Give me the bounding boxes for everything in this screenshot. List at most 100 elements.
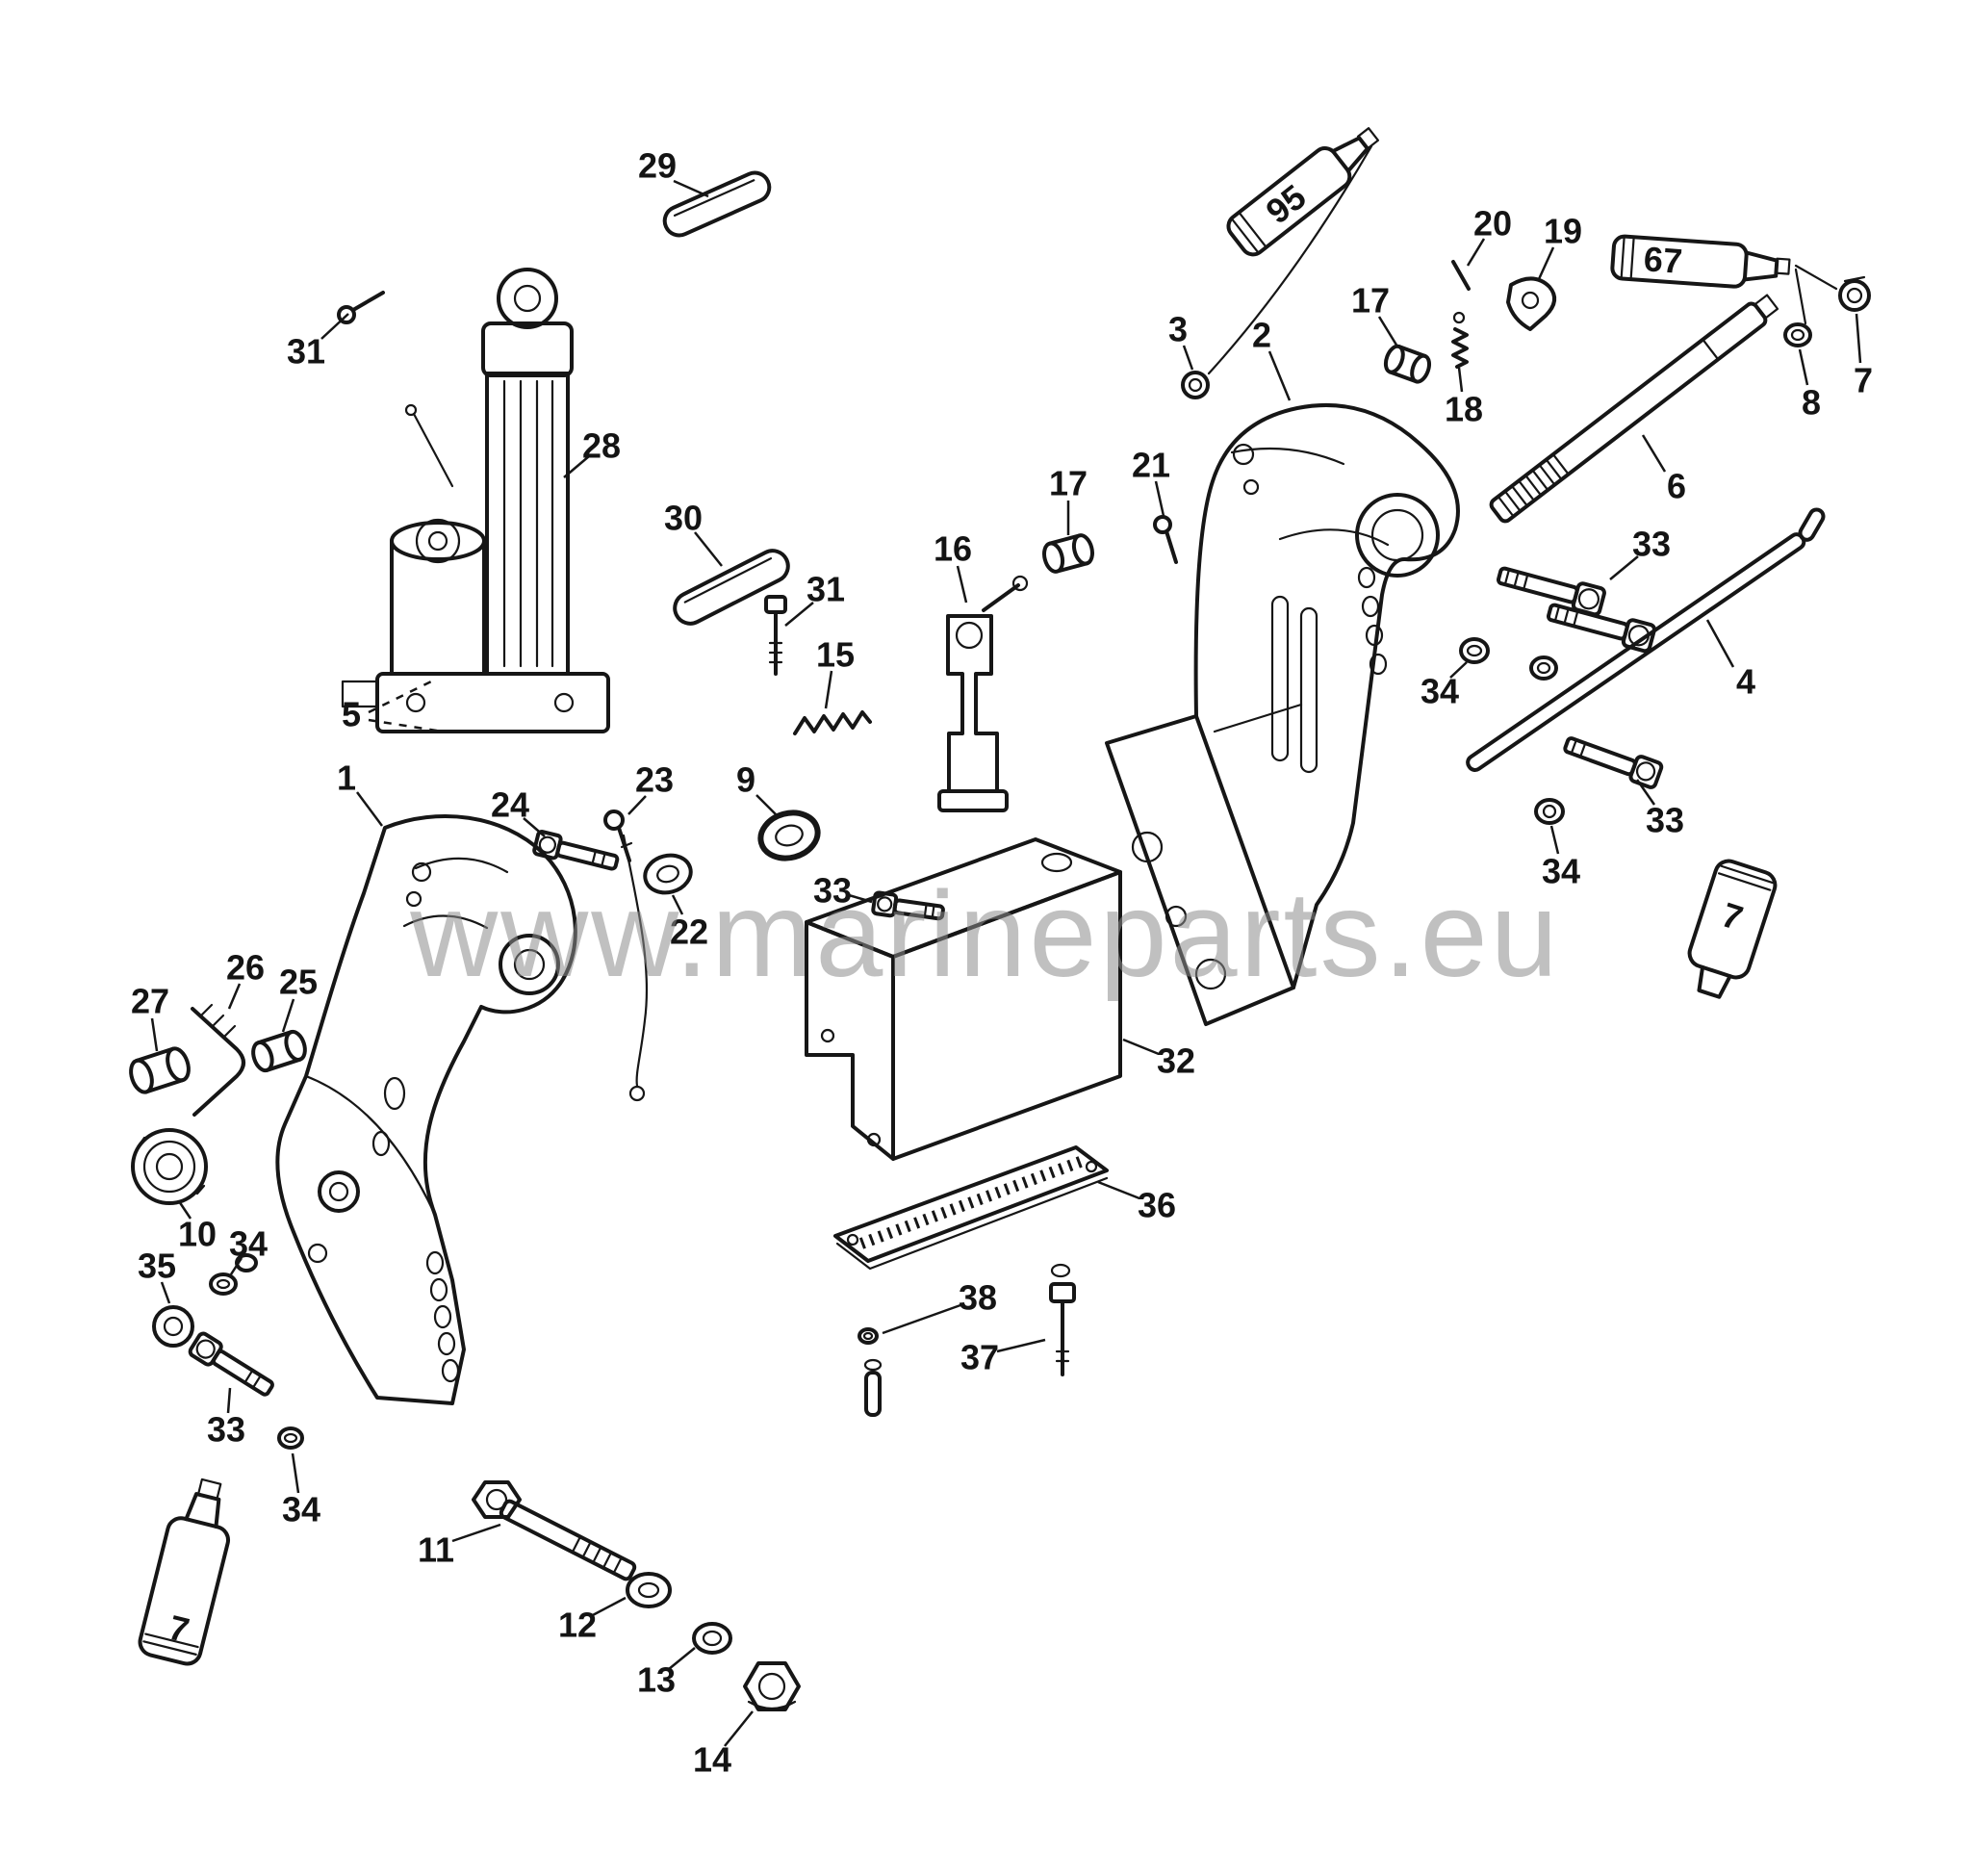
callout-1-28: 1 — [337, 758, 356, 798]
leader-line-13 — [668, 1647, 696, 1670]
part-nut-10 — [131, 1128, 208, 1205]
callout-21-9: 21 — [1132, 446, 1170, 485]
callout-29-1: 29 — [638, 146, 677, 186]
part-transom-bracket-starboard — [1105, 403, 1460, 1026]
callout-17-8: 17 — [1049, 464, 1088, 503]
callout-33-33: 33 — [813, 871, 852, 911]
part-bushing-17-left — [1042, 533, 1094, 574]
callout-20-13: 20 — [1473, 204, 1512, 244]
part-washers-34-left-upper — [209, 1253, 258, 1296]
callout-25-40: 25 — [279, 963, 318, 1002]
leader-line-28 — [563, 455, 590, 478]
part-lubricant-tube-7-left — [138, 1478, 231, 1666]
callout-17-15: 17 — [1351, 281, 1390, 321]
leader-line-38 — [882, 1303, 961, 1335]
part-bolt-11 — [472, 1480, 637, 1581]
leader-line-21 — [1154, 480, 1165, 517]
part-pin-30 — [673, 549, 790, 626]
callout-32-34: 32 — [1157, 1041, 1195, 1081]
leader-line-35 — [160, 1281, 171, 1304]
part-ground-cable — [622, 834, 649, 1102]
part-u-pin-26 — [191, 1003, 245, 1117]
leader-line-33 — [1609, 555, 1639, 580]
part-spring-18 — [1451, 311, 1469, 369]
callout-5-27: 5 — [342, 695, 361, 734]
leader-line-34 — [1549, 825, 1560, 855]
callout-7-46: 7 — [165, 1607, 192, 1651]
leader-line-23 — [627, 795, 647, 815]
part-bushing-17-right — [1383, 344, 1432, 384]
part-lubricant-tube-7-right — [1687, 859, 1778, 999]
callout-8-19: 8 — [1802, 383, 1821, 423]
callout-10-41: 10 — [178, 1215, 217, 1254]
leader-line-26 — [227, 983, 242, 1010]
leader-line-18 — [1457, 367, 1464, 393]
leader-line-19 — [1537, 246, 1555, 280]
part-transom-bracket-port — [275, 814, 577, 1405]
part-trim-motor-5 — [341, 403, 610, 733]
callout-95-12: 95 — [1259, 177, 1314, 232]
leader-line-31 — [320, 313, 349, 340]
callout-15-6: 15 — [816, 635, 855, 675]
part-washers-34-right-upper — [1459, 637, 1558, 681]
callout-12-48: 12 — [558, 1606, 597, 1645]
part-washer-38 — [858, 1327, 879, 1345]
leader-line-31 — [784, 602, 814, 627]
leader-line-30 — [694, 531, 723, 567]
callout-28-3: 28 — [582, 426, 621, 466]
part-washer-34-left-lower — [277, 1426, 304, 1450]
leader-line-17 — [1377, 316, 1399, 347]
leader-line-36 — [1097, 1180, 1140, 1200]
leader-line-33 — [1635, 779, 1656, 806]
callout-34-22: 34 — [1421, 672, 1459, 711]
callout-7-26: 7 — [1717, 894, 1748, 938]
leader-lines-layer — [150, 179, 1862, 1747]
part-plate-36 — [833, 1145, 1109, 1271]
part-mount-box-32 — [805, 837, 1122, 1161]
callout-38-36: 38 — [959, 1278, 997, 1318]
part-pin-29 — [662, 170, 772, 238]
part-lubricant-tube-67 — [1610, 234, 1791, 289]
callout-33-21: 33 — [1632, 525, 1671, 564]
part-washer-12 — [626, 1572, 672, 1608]
callout-13-49: 13 — [637, 1660, 676, 1700]
callout-4-23: 4 — [1736, 662, 1755, 702]
callout-36-35: 36 — [1138, 1186, 1176, 1225]
part-tilt-rod-6 — [1489, 294, 1779, 524]
part-trim-cylinder-28 — [481, 268, 574, 676]
leader-line-10 — [177, 1200, 192, 1220]
leader-line-33 — [848, 893, 873, 904]
part-washer-22 — [643, 853, 693, 895]
application-line-67a — [1794, 264, 1838, 291]
callout-3-10: 3 — [1168, 310, 1188, 349]
part-bolt-33-right-1 — [1497, 566, 1606, 617]
callout-34-25: 34 — [1542, 852, 1580, 891]
part-bolt-37 — [1049, 1263, 1076, 1376]
leader-line-22 — [671, 894, 684, 915]
part-spring-15 — [793, 710, 872, 735]
part-nut-3 — [1181, 371, 1210, 399]
part-screw-31-top — [337, 291, 385, 324]
callout-33-44: 33 — [207, 1410, 245, 1450]
callout-31-5: 31 — [806, 570, 845, 609]
leader-line-11 — [451, 1523, 501, 1543]
callout-34-45: 34 — [282, 1490, 320, 1529]
callout-23-30: 23 — [635, 760, 674, 800]
callout-6-20: 6 — [1667, 467, 1686, 506]
part-nut-35 — [152, 1305, 194, 1348]
leader-line-15 — [824, 670, 833, 709]
leader-line-29 — [673, 179, 709, 198]
leader-line-14 — [724, 1710, 754, 1747]
application-line-95 — [1207, 144, 1373, 375]
part-washer-13 — [692, 1622, 732, 1655]
callout-2-11: 2 — [1252, 316, 1271, 355]
callout-14-50: 14 — [693, 1740, 731, 1780]
leader-line-2 — [1267, 350, 1292, 401]
leader-line-37 — [996, 1338, 1046, 1353]
callout-22-32: 22 — [670, 912, 708, 952]
part-fitting-7 — [1838, 275, 1871, 312]
leader-line-25 — [281, 998, 295, 1033]
leader-line-5 — [368, 680, 432, 714]
